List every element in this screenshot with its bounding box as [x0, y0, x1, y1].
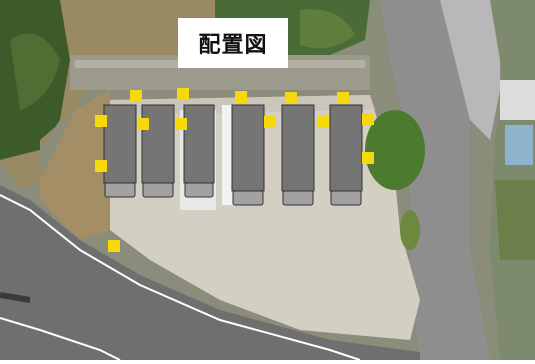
yellow-marker-7	[95, 160, 107, 172]
yellow-marker-11	[317, 116, 329, 128]
truck-body-5	[281, 104, 315, 192]
yellow-marker-14	[108, 240, 120, 252]
truck-cab-5	[282, 190, 314, 206]
truck-body-6	[329, 104, 363, 192]
yellow-marker-9	[175, 118, 187, 130]
yellow-marker-1	[130, 90, 142, 102]
yellow-marker-3	[235, 91, 247, 103]
marker-layout	[95, 88, 374, 252]
truck-cab-3	[184, 182, 214, 198]
truck-body-2	[141, 104, 175, 184]
truck-body-1	[103, 104, 137, 184]
title-box: 配置図	[178, 18, 288, 68]
map-title: 配置図	[198, 33, 268, 58]
truck-body-4	[231, 104, 265, 192]
yellow-marker-8	[137, 118, 149, 130]
yellow-marker-6	[95, 115, 107, 127]
truck-cab-2	[142, 182, 174, 198]
yellow-marker-2	[177, 88, 189, 100]
truck-body-3	[183, 104, 215, 184]
yellow-marker-12	[362, 113, 374, 125]
truck-layout	[103, 104, 363, 206]
truck-cab-1	[104, 182, 136, 198]
yellow-marker-5	[337, 92, 349, 104]
bush-right	[365, 110, 425, 190]
road-line	[0, 194, 361, 361]
truck-cab-4	[232, 190, 264, 206]
slope-area	[0, 0, 215, 190]
yellow-marker-4	[285, 92, 297, 104]
yellow-marker-10	[264, 116, 276, 128]
yellow-marker-13	[362, 152, 374, 164]
truck-cab-6	[330, 190, 362, 206]
road-left	[0, 185, 420, 360]
